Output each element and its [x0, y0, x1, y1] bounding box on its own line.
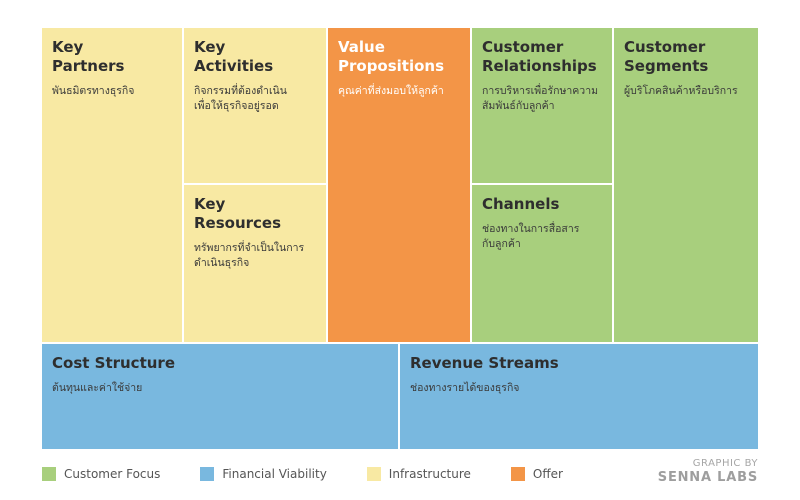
block-cost-structure: Cost Structure ต้นทุนและค่าใช้จ่าย	[42, 344, 398, 449]
block-title: Revenue Streams	[410, 354, 559, 372]
block-description: คุณค่าที่ส่งมอบให้ลูกค้า	[338, 85, 444, 97]
block-channels: Channels ช่องทางในการสื่อสาร กับลูกค้า	[472, 185, 612, 342]
block-customer-relationships: Customer Relationships การบริหารเพื่อรัก…	[472, 28, 612, 183]
block-title: Key Partners	[52, 38, 125, 75]
credit-brand: SENNA LABS	[657, 470, 758, 485]
legend-label: Customer Focus	[64, 467, 161, 481]
block-customer-segments: Customer Segments ผู้บริโภคสินค้าหรือบริ…	[614, 28, 758, 342]
legend-item-infrastructure: Infrastructure	[366, 467, 471, 481]
legend-label: Financial Viability	[222, 467, 327, 481]
block-title: Customer Relationships	[482, 38, 597, 75]
block-key-resources: Key Resources ทรัพยากรที่จำเป็นในการ ดำเ…	[184, 185, 326, 342]
block-description: ต้นทุนและค่าใช้จ่าย	[52, 382, 143, 394]
block-description: ช่องทางในการสื่อสาร กับลูกค้า	[482, 223, 580, 250]
credit: GRAPHIC BY SENNA LABS	[658, 458, 758, 485]
legend: Customer Focus Financial Viability Infra…	[42, 466, 603, 482]
legend-item-offer: Offer	[510, 467, 563, 481]
legend-swatch	[366, 467, 381, 481]
block-title: Value Propositions	[338, 38, 445, 75]
block-title: Customer Segments	[624, 38, 709, 75]
block-description: พันธมิตรทางธุรกิจ	[52, 85, 135, 97]
block-description: กิจกรรมที่ต้องดำเนิน เพื่อให้ธุรกิจอยู่ร…	[194, 85, 287, 112]
block-description: ผู้บริโภคสินค้าหรือบริการ	[624, 85, 738, 97]
block-title: Key Resources	[194, 195, 282, 232]
legend-swatch	[200, 467, 215, 481]
legend-label: Infrastructure	[388, 467, 471, 481]
legend-item-customer-focus: Customer Focus	[42, 467, 160, 481]
block-description: ช่องทางรายได้ของธุรกิจ	[410, 382, 520, 394]
block-title: Key Activities	[194, 38, 274, 75]
legend-item-financial-viability: Financial Viability	[200, 467, 327, 481]
block-revenue-streams: Revenue Streams ช่องทางรายได้ของธุรกิจ	[400, 344, 758, 449]
legend-label: Offer	[532, 467, 563, 481]
block-title: Channels	[482, 195, 560, 213]
block-description: การบริหารเพื่อรักษาความ สัมพันธ์กับลูกค้…	[482, 85, 599, 112]
legend-swatch	[510, 467, 525, 481]
block-title: Cost Structure	[52, 354, 175, 372]
block-key-partners: Key Partners พันธมิตรทางธุรกิจ	[42, 28, 182, 342]
block-description: ทรัพยากรที่จำเป็นในการ ดำเนินธุรกิจ	[194, 242, 305, 269]
block-key-activities: Key Activities กิจกรรมที่ต้องดำเนิน เพื่…	[184, 28, 326, 183]
block-value-propositions: Value Propositions คุณค่าที่ส่งมอบให้ลูก…	[328, 28, 470, 342]
credit-caption: GRAPHIC BY	[692, 458, 758, 469]
legend-swatch	[42, 467, 56, 481]
business-model-canvas: Key Partners พันธมิตรทางธุรกิจ Key Activ…	[42, 28, 758, 449]
